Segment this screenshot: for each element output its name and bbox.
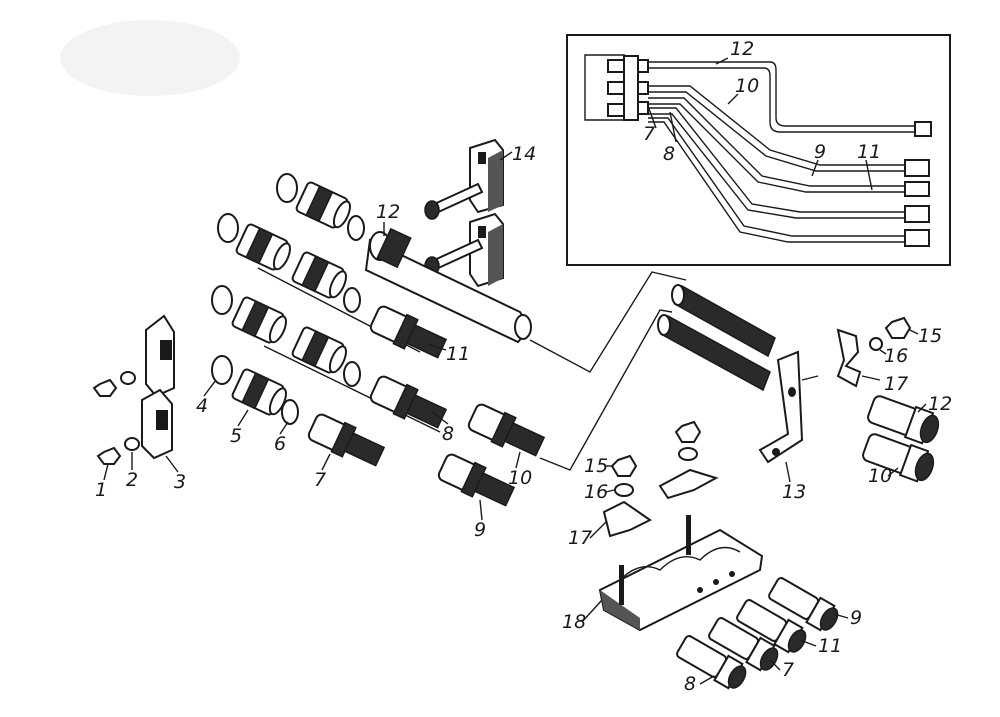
bracket-13 — [758, 350, 819, 464]
inset-label-8: 8 — [663, 143, 675, 165]
fittings-right-12-10 — [862, 395, 940, 483]
callout-15a: 15 — [584, 455, 608, 477]
inset-label-10: 10 — [735, 75, 759, 97]
callout-14: 14 — [512, 143, 536, 165]
callout-12a: 12 — [376, 201, 400, 223]
callout-11b: 11 — [818, 635, 842, 657]
inset-schematic: 12 10 7 8 9 11 — [566, 34, 951, 266]
mounting-plate-18 — [598, 515, 764, 632]
inset-fittings — [904, 121, 932, 247]
callout-3: 3 — [174, 471, 186, 493]
callout-4: 4 — [196, 395, 208, 417]
rubber-tubes — [657, 284, 776, 392]
callout-10b: 10 — [868, 465, 892, 487]
callout-1: 1 — [95, 479, 107, 501]
inset-frame — [566, 34, 951, 266]
callout-16a: 16 — [584, 481, 608, 503]
fitting-12 — [364, 222, 532, 344]
callout-18: 18 — [562, 611, 586, 633]
callout-17a: 17 — [568, 527, 592, 549]
callout-10a: 10 — [508, 467, 532, 489]
inset-label-11: 11 — [857, 141, 881, 163]
callout-2: 2 — [126, 469, 138, 491]
callout-12b: 12 — [928, 393, 952, 415]
clip-group-center — [602, 420, 719, 538]
callout-9a: 9 — [474, 519, 486, 541]
callout-17b: 17 — [884, 373, 908, 395]
paper-smudge — [60, 20, 240, 96]
callout-15b: 15 — [918, 325, 942, 347]
inset-valve-block — [607, 55, 649, 121]
callout-9b: 9 — [850, 607, 862, 629]
inset-label-7: 7 — [643, 123, 655, 145]
inset-pipes — [648, 61, 915, 243]
inset-label-9: 9 — [814, 141, 826, 163]
callout-16b: 16 — [884, 345, 908, 367]
clamp-14 — [424, 138, 513, 288]
callout-7a: 7 — [314, 469, 326, 491]
callout-7b: 7 — [782, 659, 794, 681]
callout-8b: 8 — [684, 673, 696, 695]
inset-label-12: 12 — [730, 38, 754, 60]
left-parts — [92, 314, 175, 465]
fittings-bottom-right — [676, 577, 839, 690]
callout-13: 13 — [782, 481, 806, 503]
union-fittings — [211, 173, 441, 433]
inset-valve-bracket — [584, 54, 625, 121]
callout-6: 6 — [274, 433, 286, 455]
callout-5: 5 — [230, 425, 242, 447]
clip-group-right — [836, 316, 919, 388]
callout-11a: 11 — [446, 343, 470, 365]
callout-8a: 8 — [442, 423, 454, 445]
